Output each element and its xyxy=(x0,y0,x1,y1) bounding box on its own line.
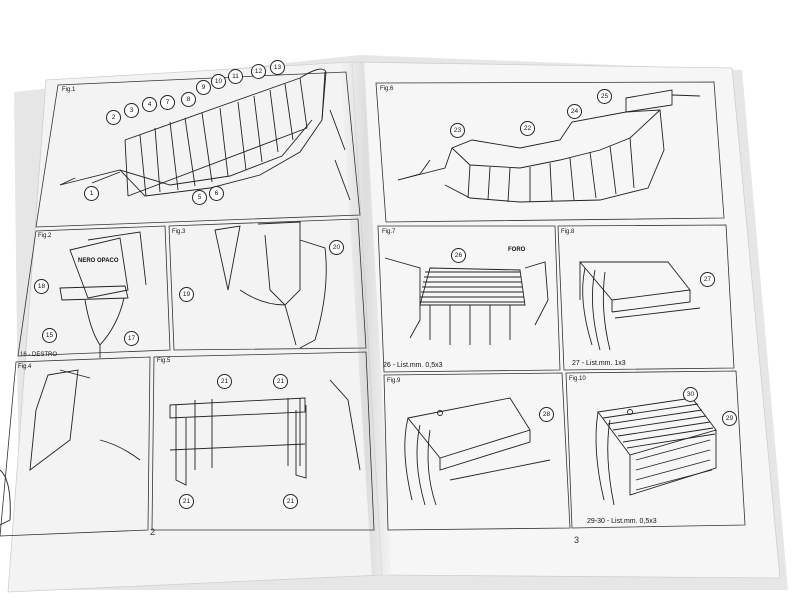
fig7-label: Fig.7 xyxy=(382,229,396,235)
callout-29: 29 xyxy=(722,411,737,426)
fig9-label: Fig.9 xyxy=(387,378,401,384)
fig7-drawing xyxy=(384,257,549,345)
callout-8: 8 xyxy=(181,92,196,107)
fig7-note-foro: FORO xyxy=(508,247,526,253)
fig1-hull-drawing xyxy=(59,68,351,201)
fig3-label: Fig.3 xyxy=(172,229,186,235)
callout-3: 3 xyxy=(124,103,139,118)
callout-6: 6 xyxy=(209,186,224,201)
fig5-drawing xyxy=(169,379,361,486)
callout-28: 28 xyxy=(539,407,554,422)
fig9-panel xyxy=(383,372,571,531)
fig2-note-nero-opaco: NERO OPACO xyxy=(78,258,119,264)
fig2-caption: 16 - DESTRO xyxy=(20,352,58,358)
callout-21-b: 21 xyxy=(273,374,288,389)
callout-19: 19 xyxy=(179,287,194,302)
callout-1: 1 xyxy=(84,186,99,201)
callout-13: 13 xyxy=(270,60,285,75)
callout-9: 9 xyxy=(196,80,211,95)
fig10-label: Fig.10 xyxy=(569,376,586,382)
callout-25: 25 xyxy=(597,89,612,104)
fig9-drawing xyxy=(404,397,551,506)
fig1-panel xyxy=(35,71,361,228)
fig10-panel xyxy=(565,370,746,529)
fig3-drawing xyxy=(214,221,327,349)
callout-12: 12 xyxy=(251,64,266,79)
fig4-drawing xyxy=(0,369,141,526)
callout-26: 26 xyxy=(451,248,466,263)
left-page-number: 2 xyxy=(150,527,156,537)
fig1-label: Fig.1 xyxy=(62,87,76,93)
callout-17: 17 xyxy=(124,331,139,346)
callout-2: 2 xyxy=(106,110,121,125)
callout-11: 11 xyxy=(228,69,243,84)
callout-27: 27 xyxy=(700,272,715,287)
callout-30: 30 xyxy=(683,387,698,402)
fig3-panel xyxy=(168,218,367,351)
fig10-caption: 29-30 - List.mm. 0,5x3 xyxy=(587,518,657,525)
fig5-label: Fig.5 xyxy=(157,358,171,364)
fig4-label: Fig.4 xyxy=(18,364,32,370)
fig7-caption: 26 - List.mm. 0,5x3 xyxy=(383,362,443,369)
fig6-panel xyxy=(375,81,725,223)
callout-23: 23 xyxy=(450,123,465,138)
fig8-caption: 27 - List.mm. 1x3 xyxy=(572,360,626,367)
callout-22: 22 xyxy=(520,121,535,136)
callout-20: 20 xyxy=(329,240,344,255)
callout-7: 7 xyxy=(160,95,175,110)
callout-21-d: 21 xyxy=(283,494,298,509)
fig8-label: Fig.8 xyxy=(561,229,575,235)
callout-21-c: 21 xyxy=(179,494,194,509)
fig2-drawing xyxy=(59,231,147,358)
fig6-label: Fig.6 xyxy=(380,86,394,92)
callout-21-a: 21 xyxy=(217,374,232,389)
callout-4: 4 xyxy=(142,97,157,112)
left-page xyxy=(7,61,383,593)
callout-5: 5 xyxy=(192,190,207,205)
fig6-hull-drawing xyxy=(397,89,701,203)
fig8-panel xyxy=(557,224,735,371)
fig2-panel xyxy=(17,225,171,357)
callout-18: 18 xyxy=(34,279,49,294)
right-page-number: 3 xyxy=(574,535,580,545)
fig10-drawing xyxy=(595,397,717,506)
callout-15: 15 xyxy=(42,328,57,343)
right-page xyxy=(351,61,781,579)
fig7-panel xyxy=(377,225,561,373)
fig2-label: Fig.2 xyxy=(38,233,52,239)
fig5-panel xyxy=(151,351,375,531)
callout-24: 24 xyxy=(567,104,582,119)
fig8-drawing xyxy=(579,261,701,351)
callout-10: 10 xyxy=(211,74,226,89)
